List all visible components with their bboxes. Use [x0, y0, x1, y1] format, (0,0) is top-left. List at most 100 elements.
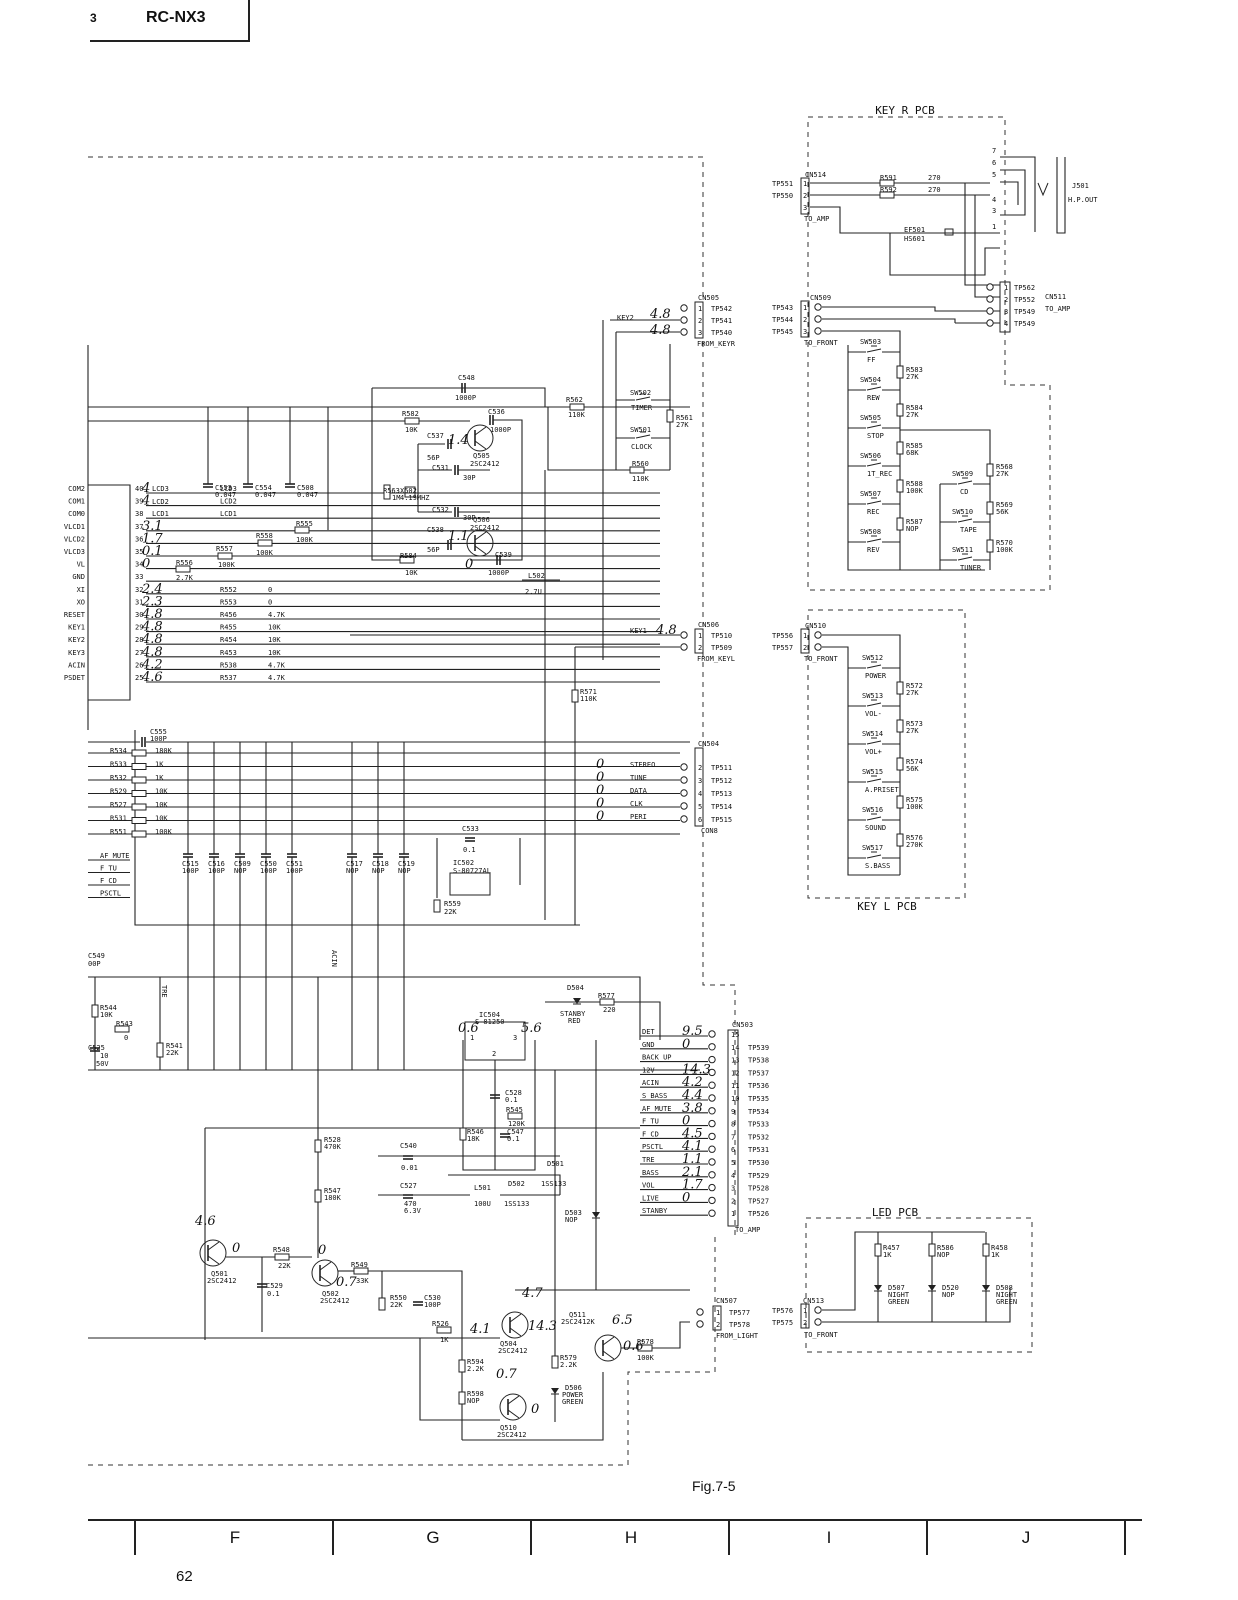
net-label: LCD2 [152, 498, 169, 506]
handwritten-voltage: 4.8 [649, 307, 671, 322]
capacitor-ref: C532 [432, 506, 449, 514]
ic-pin-signal: RESET [64, 611, 86, 619]
transistor-emitter [602, 1350, 615, 1360]
resistor-ref: R548 [273, 1246, 290, 1254]
test-point-label: TP528 [748, 1185, 769, 1193]
diode-ref: D506 [565, 1384, 582, 1392]
resistor-ref: R560 [632, 460, 649, 468]
pin-number: 5 [992, 171, 996, 179]
pin-number: 3 [803, 328, 807, 336]
diode [982, 1285, 990, 1291]
wire [614, 1001, 661, 1040]
connector-pin [986, 307, 994, 315]
diode-label: NOP [942, 1291, 955, 1299]
handwritten-voltage: 0 [142, 557, 150, 572]
capacitor-value: 00P [88, 960, 101, 968]
wire [1000, 181, 1019, 205]
test-point-label: TP545 [772, 328, 793, 336]
switch [866, 740, 882, 745]
resistor [433, 899, 441, 913]
resistor-value: 180K [324, 1194, 342, 1202]
diode-label: STANBY [560, 1010, 586, 1018]
ic-type: S-81250 [475, 1018, 505, 1026]
ic-pin-number: 40 [135, 485, 143, 493]
handwritten-voltage: 0 [596, 757, 604, 772]
signal-label: STEREO [630, 761, 655, 769]
pin-number: 7 [992, 147, 996, 155]
pin-number: 5 [698, 803, 702, 811]
capacitor-value: 100P [182, 867, 199, 875]
pin-number: 3 [803, 204, 807, 212]
switch-label: REC [867, 508, 880, 516]
switch-label: CLOCK [631, 443, 653, 451]
diode [874, 1285, 882, 1291]
handwritten-voltage: 4.2 [681, 1075, 703, 1090]
resistor-value: 0 [124, 1034, 128, 1042]
resistor [896, 517, 904, 531]
transistor-ref: Q511 [569, 1311, 586, 1319]
switch-label: A.PRISET [865, 786, 900, 794]
diode-label: GREEN [996, 1298, 1017, 1306]
net-label: LCD1 [152, 510, 169, 518]
transistor-collector [509, 1313, 522, 1323]
resistor-ref: R591 [880, 174, 897, 182]
handwritten-voltage: 4.8 [141, 607, 163, 622]
capacitor-value: 6.3V [404, 1207, 422, 1215]
capacitor-ref: C538 [427, 526, 444, 534]
pin-number: 3 [698, 329, 702, 337]
capacitor-ref: C553 [215, 484, 232, 492]
resistor-value: 1K [155, 774, 164, 782]
resistor [986, 501, 994, 515]
capacitor-ref: C550 [260, 860, 277, 868]
resistor [928, 1243, 936, 1257]
resistor-ref: R583 [906, 366, 923, 374]
switch-ref: SW517 [862, 844, 883, 852]
ic-pin-signal: ACIN [68, 661, 85, 669]
pcb-label-led: LED PCB [872, 1206, 919, 1219]
diode-label: GREEN [562, 1398, 583, 1406]
resistor [131, 790, 147, 797]
connector-pin [708, 1196, 716, 1205]
pin-number: 1 [716, 1309, 720, 1317]
transistor-emitter [207, 1255, 220, 1265]
connector-body [694, 747, 704, 827]
capacitor-ref: C536 [488, 408, 505, 416]
switch-ref: SW508 [860, 528, 881, 536]
resistor-value: 10K [268, 636, 281, 644]
switch [866, 424, 882, 429]
capacitor-value: 50V [96, 1060, 109, 1068]
handwritten-voltage: 1.1 [448, 529, 469, 544]
resistor [629, 466, 645, 474]
resistor-value: 0 [268, 598, 272, 606]
capacitor-value: NOP [398, 867, 411, 875]
ic-pin-signal: COM2 [68, 485, 85, 493]
resistor-value: 100K [906, 487, 924, 495]
transistor-q510 [499, 1393, 527, 1421]
resistor-value: 27K [906, 727, 919, 735]
signal-label: LIVE [642, 1194, 659, 1202]
connector-body [999, 281, 1011, 333]
connector-label: CN506 [698, 621, 719, 629]
switch-label: CD [960, 488, 968, 496]
resistor-value: NOP [906, 525, 919, 533]
transistor-ref: Q505 [473, 452, 490, 460]
diode-ref: D507 [888, 1284, 905, 1292]
resistor-value: 100K [256, 549, 274, 557]
pin-number: 1 [803, 632, 807, 640]
wire [822, 1288, 1011, 1323]
ic-pin-signal: VLCD3 [64, 548, 85, 556]
pin-number: 1 [803, 1307, 807, 1315]
pin-number: 4 [698, 790, 702, 798]
pin-number: 5 [731, 1159, 735, 1167]
resistor-value: 270 [928, 174, 941, 182]
pin-number: 4 [1004, 320, 1008, 328]
diode [551, 1388, 559, 1394]
ic-pin-number: 33 [135, 573, 143, 581]
handwritten-voltage: 0.1 [142, 544, 163, 559]
connector-pin [708, 1043, 716, 1051]
resistor-ref: R458 [991, 1244, 1008, 1252]
ic-ic502 [449, 872, 491, 896]
resistor [599, 998, 615, 1006]
transistor-ref: Q501 [211, 1270, 228, 1278]
